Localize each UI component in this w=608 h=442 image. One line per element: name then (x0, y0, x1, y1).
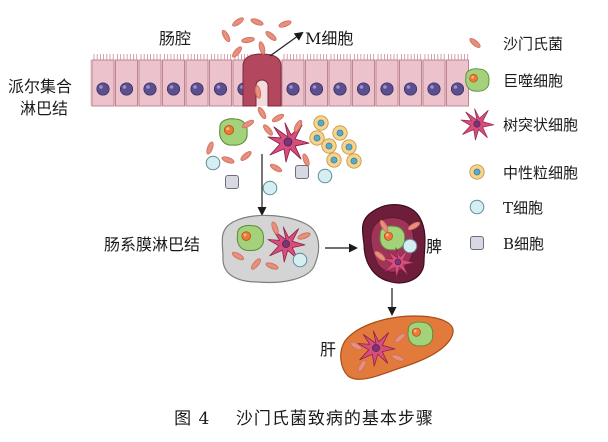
epithelial-nucleus (119, 82, 134, 96)
legend-salmonella: 沙门氏菌 (468, 35, 563, 53)
legend-label-neutrophil: 中性粒细胞 (503, 164, 578, 182)
peyers-patch-cells (205, 115, 362, 196)
nucleus-highlight (99, 85, 103, 89)
nucleus-highlight (406, 85, 411, 89)
epithelial-nucleus (356, 82, 371, 96)
t-cell-icon (469, 199, 485, 215)
nucleus-highlight (453, 85, 458, 89)
legend-label-b-cell: B细胞 (503, 235, 544, 253)
epithelial-nucleus (96, 82, 110, 96)
neutrophil-icon (469, 164, 485, 180)
liver (340, 315, 454, 380)
nucleus-highlight (193, 85, 197, 89)
dendritic-cell-icon (460, 108, 495, 141)
mesenteric-lymph-node (221, 214, 320, 284)
legend-neutrophil: 中性粒细胞 (469, 164, 578, 182)
legend-macrophage: 巨噬细胞 (465, 68, 563, 92)
epithelial-nucleus (380, 82, 394, 96)
lumen-label: 肠腔 (159, 29, 191, 48)
nucleus-highlight (336, 85, 340, 89)
peyers-patch-label-line2: 淋巴结 (20, 99, 68, 118)
epithelial-nucleus (286, 82, 300, 96)
nucleus-highlight (146, 85, 150, 89)
epithelial-nucleus (403, 82, 418, 96)
lumen-bacteria (220, 15, 293, 59)
macrophage-icon (465, 68, 490, 92)
epithelial-nucleus (427, 82, 441, 96)
spleen (361, 204, 426, 284)
epithelial-nucleus (166, 82, 181, 96)
legend-label-dendritic: 树突状细胞 (503, 116, 578, 134)
epithelial-nucleus (450, 82, 465, 96)
legend-b-cell: B细胞 (470, 235, 544, 253)
epithelial-nucleus (333, 82, 347, 96)
m-cell-pointer (269, 31, 304, 57)
figure-caption: 图 4 沙门氏菌致病的基本步骤 (174, 409, 434, 429)
nucleus-highlight (289, 85, 293, 89)
epithelial-nucleus (143, 82, 157, 96)
legend: 沙门氏菌 巨噬细胞 树突状细胞 中性粒细胞 T细胞 (460, 35, 578, 253)
legend-label-t-cell: T细胞 (503, 199, 543, 217)
nucleus-highlight (169, 85, 174, 89)
legend-t-cell: T细胞 (469, 199, 543, 217)
epithelial-nucleus (213, 82, 228, 96)
nucleus-highlight (359, 85, 364, 89)
nucleus-highlight (430, 85, 434, 89)
epithelial-nucleus (309, 82, 324, 96)
mesenteric-node-label: 肠系膜淋巴结 (104, 235, 200, 254)
m-cell (242, 53, 282, 107)
legend-dendritic: 树突状细胞 (460, 108, 578, 141)
b-cell-icon (470, 236, 484, 250)
epithelial-nucleus (190, 82, 204, 96)
m-cell-label: M细胞 (305, 29, 353, 48)
nucleus-highlight (312, 85, 317, 89)
nucleus-highlight (216, 85, 221, 89)
peyers-patch-label-line1: 派尔集合 (8, 77, 72, 96)
salmonella-icon (468, 36, 482, 50)
liver-label: 肝 (320, 340, 336, 359)
spleen-label: 脾 (426, 237, 442, 256)
nucleus-highlight (383, 85, 387, 89)
nucleus-highlight (122, 85, 127, 89)
legend-label-salmonella: 沙门氏菌 (503, 35, 563, 53)
legend-label-macrophage: 巨噬细胞 (503, 72, 563, 90)
